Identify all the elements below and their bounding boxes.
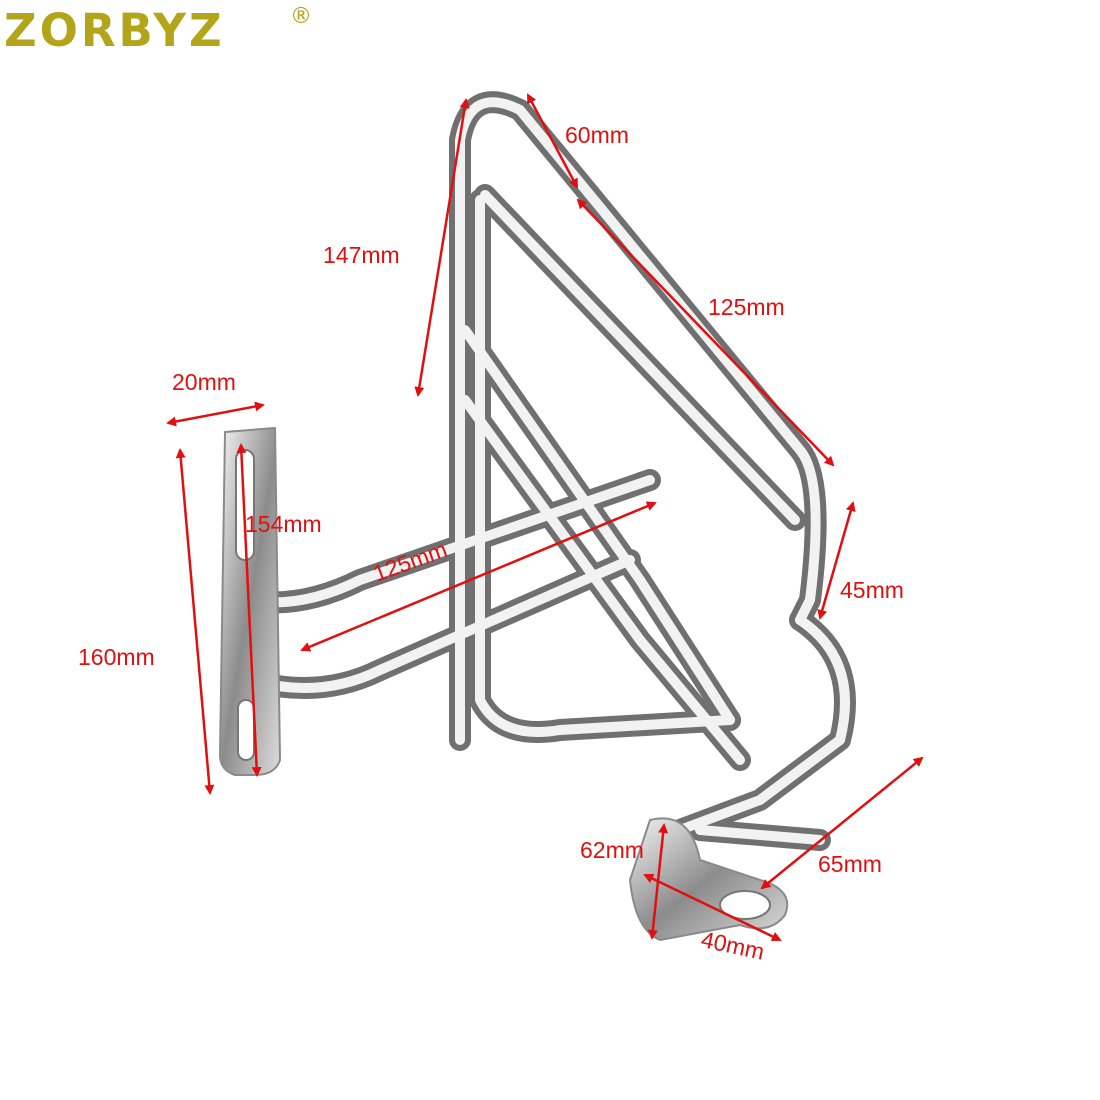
dimension-labels: 60mm 147mm 125mm 20mm 154mm 125mm 160mm …: [78, 122, 904, 965]
arrow-bracket-slot: [236, 443, 262, 777]
arrow-rack-length: [576, 198, 835, 467]
label-bracket-width: 20mm: [172, 369, 236, 395]
arrow-side-height: [817, 501, 856, 620]
dimension-arrows: [166, 93, 924, 942]
registered-mark: ®: [290, 4, 312, 29]
label-bracket-height: 160mm: [78, 644, 155, 670]
arrow-rack-height: [414, 98, 470, 397]
arrow-mount-plate: [643, 873, 782, 942]
label-mount-height: 62mm: [580, 837, 644, 863]
label-arm-length: 125mm: [370, 536, 451, 587]
arrow-arm-length: [300, 501, 657, 652]
label-mount-arm: 65mm: [818, 851, 882, 877]
label-bracket-slot: 154mm: [245, 511, 322, 537]
arrow-mount-arm: [760, 756, 924, 890]
brand-name: ZORBYZ: [4, 4, 225, 57]
arrow-bracket-height: [175, 448, 215, 795]
label-rack-length: 125mm: [708, 294, 785, 320]
label-side-height: 45mm: [840, 577, 904, 603]
label-mount-plate: 40mm: [699, 926, 767, 965]
arrow-top-width: [526, 93, 579, 189]
label-top-width: 60mm: [565, 122, 629, 148]
arrow-bracket-width: [166, 401, 265, 427]
label-rack-height: 147mm: [323, 242, 400, 268]
